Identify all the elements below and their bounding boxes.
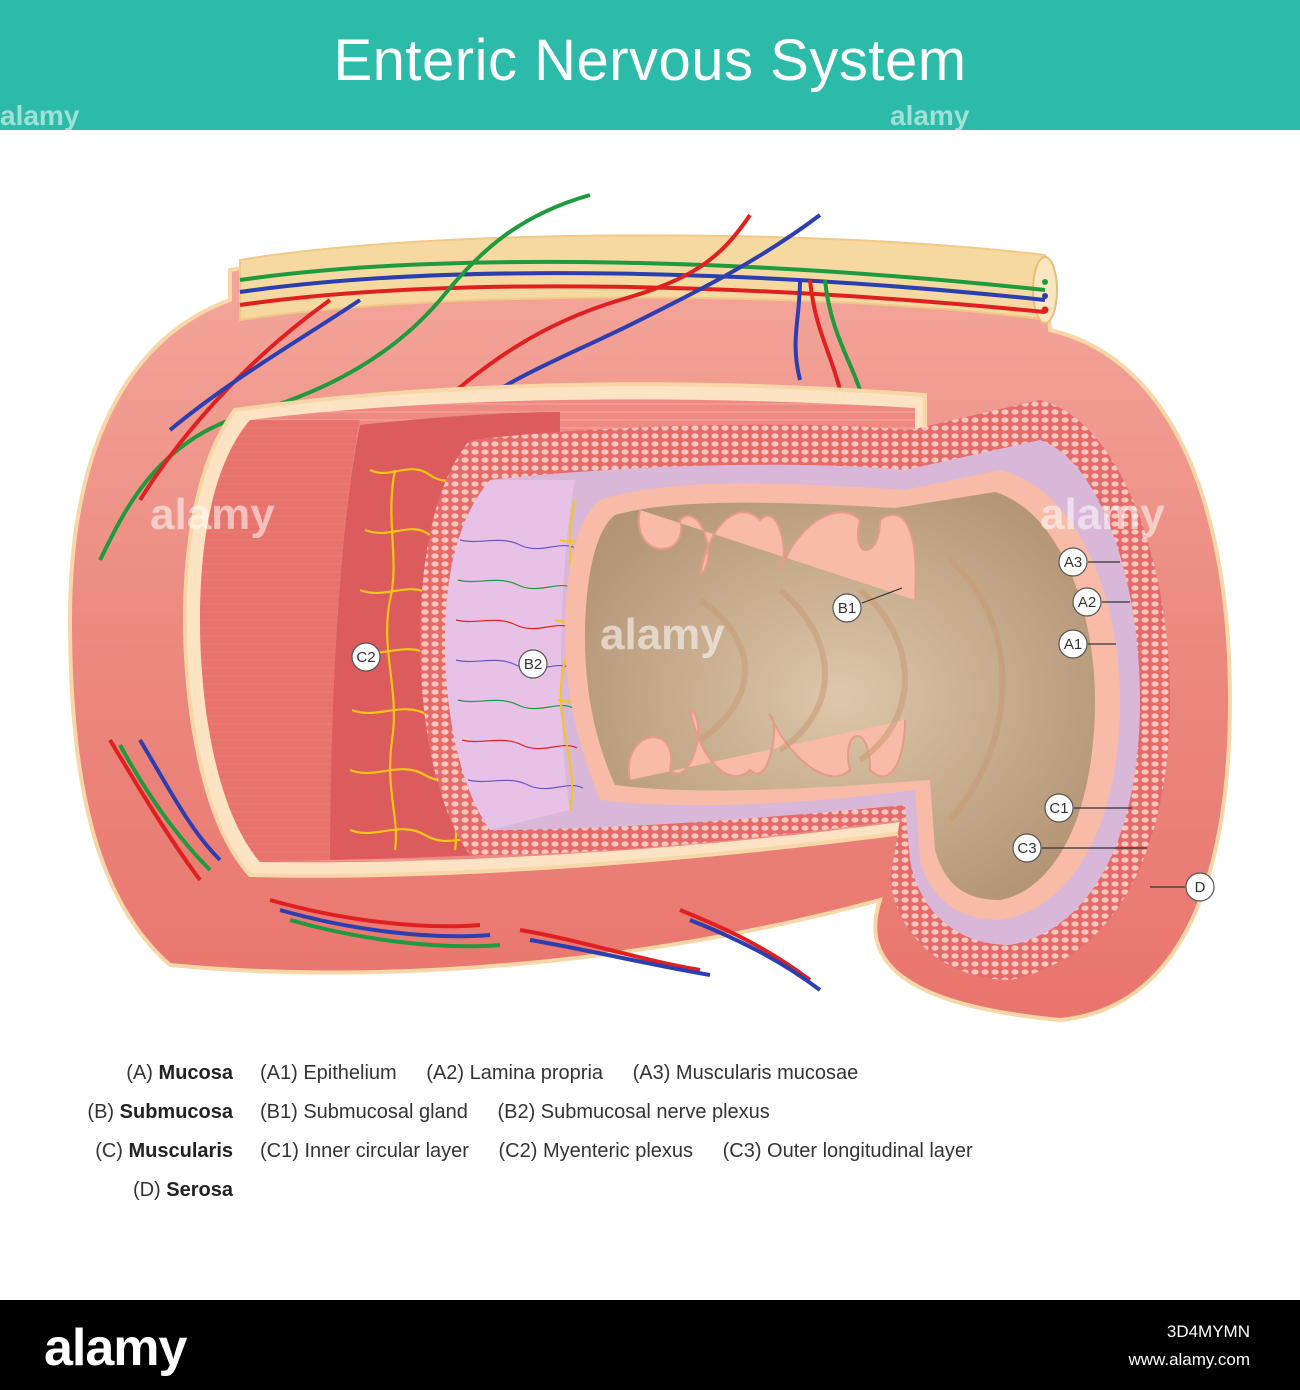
legend-code: (A): [126, 1062, 153, 1084]
legend-row-muscularis: (C) Muscularis (C1) Inner circular layer…: [0, 1140, 1300, 1170]
legend-layer-name: Muscularis: [128, 1140, 233, 1162]
legend-sublayer: (B2) Submucosal nerve plexus: [497, 1101, 770, 1123]
legend-layer-name: Serosa: [166, 1179, 233, 1201]
marker-leader-lines: [861, 561, 1185, 888]
legend-layer-name: Mucosa: [158, 1062, 233, 1084]
image-id: 3D4MYMN: [1166, 1322, 1250, 1341]
watermark-text: alamy: [1040, 490, 1165, 539]
legend-code: (C): [95, 1140, 123, 1162]
page-title: Enteric Nervous System: [333, 27, 967, 93]
legend-sublayer: (A3) Muscularis mucosae: [632, 1062, 859, 1084]
submucosal-plexus-fibers: [455, 539, 584, 790]
marker-B1: B1: [832, 593, 862, 623]
marker-B2: B2: [518, 649, 548, 679]
svg-text:B1: B1: [838, 600, 856, 617]
legend-sublayer: (C2) Myenteric plexus: [498, 1140, 694, 1162]
watermark-text: alamy: [600, 610, 725, 659]
lumen-ridges: [698, 557, 1006, 822]
villi-folds: [627, 509, 917, 781]
legend-row-serosa: (D) Serosa: [0, 1179, 1300, 1209]
marker-A3: A3: [1058, 547, 1088, 577]
watermark-text: alamy: [0, 100, 80, 131]
marker-layer: A3 A2 A1 B1 B2 C2 C1 C3: [351, 547, 1215, 902]
marker-A1: A1: [1058, 629, 1088, 659]
legend-sublayer: (A2) Lamina propria: [426, 1062, 604, 1084]
title-banner: Enteric Nervous System alamy alamy: [0, 0, 1300, 131]
legend-sublayer: (B1) Submucosal gland: [260, 1101, 468, 1123]
svg-text:C3: C3: [1017, 840, 1036, 857]
svg-text:A1: A1: [1064, 636, 1082, 653]
brand-logo: alamy: [44, 1319, 187, 1377]
marker-C1: C1: [1044, 793, 1074, 823]
legend-row-submucosa: (B) Submucosa (B1) Submucosal gland (B2)…: [0, 1101, 1300, 1131]
watermark-text: alamy: [890, 100, 970, 131]
svg-text:A3: A3: [1064, 554, 1082, 571]
marker-C2: C2: [351, 642, 381, 672]
watermark-text: alamy: [150, 490, 275, 539]
svg-text:B2: B2: [524, 656, 542, 673]
extrinsic-nerves: [98, 193, 1046, 992]
legend-row-mucosa: (A) Mucosa (A1) Epithelium (A2) Lamina p…: [0, 1062, 1300, 1092]
svg-text:A2: A2: [1078, 594, 1096, 611]
legend-sublayer: (A1) Epithelium: [260, 1062, 397, 1084]
marker-D: D: [1185, 872, 1215, 902]
legend-layer-name: Submucosa: [119, 1101, 233, 1123]
svg-text:C1: C1: [1049, 800, 1068, 817]
legend-sublayer: (C1) Inner circular layer: [260, 1140, 469, 1162]
stock-footer: alamy 3D4MYMN www.alamy.com: [0, 1300, 1300, 1390]
marker-A2: A2: [1072, 587, 1102, 617]
legend-code: (D): [132, 1179, 161, 1201]
site-url: www.alamy.com: [1128, 1350, 1250, 1369]
legend-code: (B): [87, 1101, 115, 1123]
submucosal-plexus-panel: [445, 480, 575, 830]
intestine-illustration: [67, 193, 1233, 1023]
marker-C3: C3: [1012, 833, 1042, 863]
legend-sublayer: (C3) Outer longitudinal layer: [722, 1140, 973, 1162]
svg-text:D: D: [1195, 879, 1206, 896]
intestine-diagram: alamy alamy alamy A3 A2 A1 B1: [0, 130, 1300, 1050]
svg-text:C2: C2: [356, 649, 375, 666]
